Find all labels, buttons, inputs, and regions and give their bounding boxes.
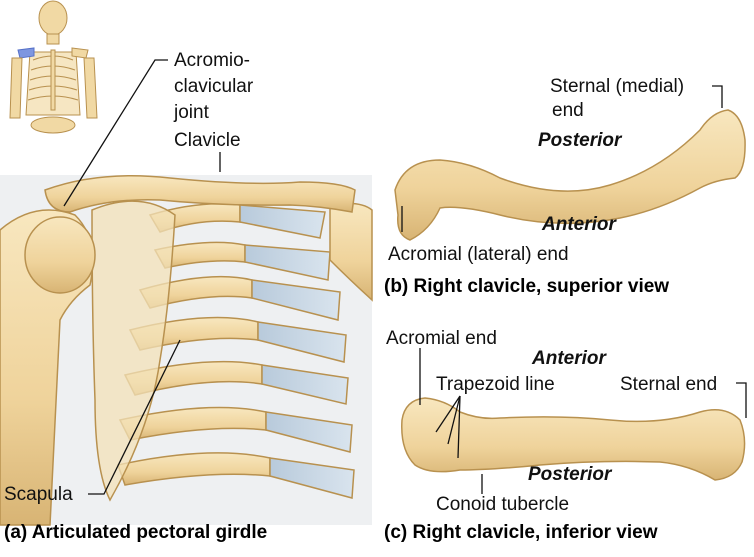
label-anterior-c: Anterior [532,348,606,369]
label-trapezoid-line: Trapezoid line [436,374,555,395]
leader-trapezoid-1 [435,395,461,433]
caption-panel-a: (a) Articulated pectoral girdle [4,522,268,543]
label-sternal-medial-end: Sternal (medial) [550,76,685,97]
label-scapula: Scapula [4,484,73,505]
scapula-shape [91,200,176,502]
humerus [0,209,96,526]
clavicle-superior-view [394,109,746,241]
caption-panel-c: (c) Right clavicle, inferior view [384,522,658,543]
label-anterior-b: Anterior [542,214,616,235]
leader-trapezoid-3 [457,395,461,459]
label-posterior-c: Posterior [528,464,612,485]
leader-sternal-end-c [736,382,747,418]
label-conoid-tubercle: Conoid tubercle [436,494,570,515]
label-posterior-b: Posterior [538,130,622,151]
label-acromial-end: Acromial end [386,328,497,349]
label-acromial-lateral-end: Acromial (lateral) end [388,244,569,265]
leader-trapezoid-2 [447,395,461,445]
leader-scapula [88,339,181,495]
skeleton-thumbnail [9,0,98,134]
caption-panel-b: (b) Right clavicle, superior view [384,276,670,297]
leader-sternal-end-b [712,85,723,108]
label-acromioclavicular-line3: joint [174,102,209,123]
label-acromioclavicular-line2: clavicular [174,76,254,97]
label-acromioclavicular-line1: Acromio- [174,50,251,71]
label-sternal-end: Sternal end [620,374,718,395]
rib-cage [117,202,373,499]
leader-acromioclavicular [63,59,168,207]
clavicle-a [44,175,356,213]
label-sternal-medial-end-line2: end [552,100,584,121]
articulated-girdle-illustration [0,175,373,526]
clavicle-inferior-view [401,397,746,481]
label-clavicle: Clavicle [174,130,241,151]
